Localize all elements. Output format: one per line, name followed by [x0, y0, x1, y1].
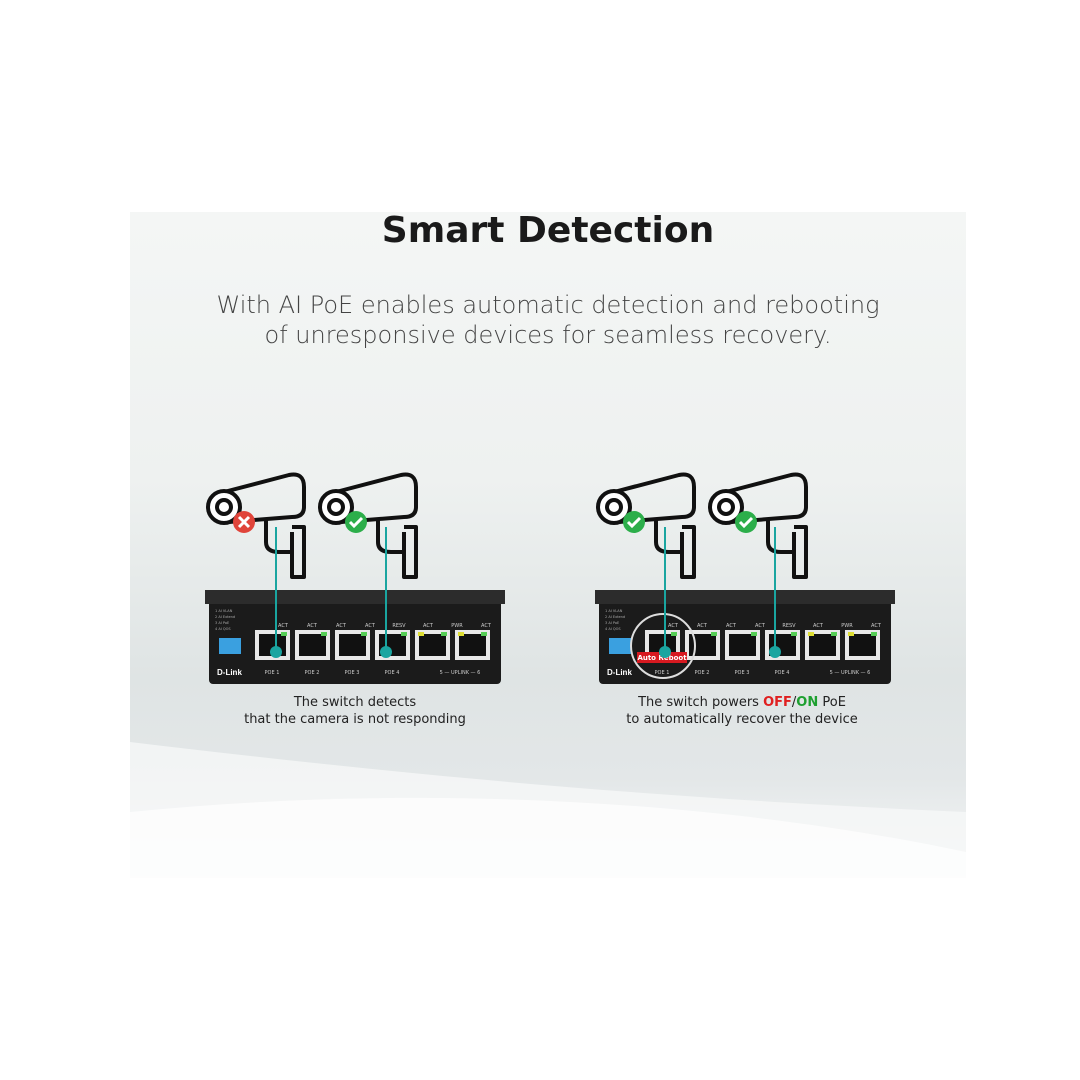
- connection-dot: [659, 646, 671, 658]
- led: [458, 632, 464, 636]
- led: [848, 632, 854, 636]
- led-label: ACT: [697, 623, 708, 629]
- dip-label: 4 AI QOS: [215, 627, 231, 631]
- security-camera-icon: [708, 472, 808, 579]
- led-label: ACT: [481, 623, 492, 629]
- brand-logo: D-Link: [217, 668, 242, 677]
- dip-switch: [219, 638, 241, 654]
- led-label: ACT: [336, 623, 347, 629]
- dip-label: 2 AI Extend: [215, 615, 235, 619]
- led: [871, 632, 877, 636]
- led-label: ACT: [278, 623, 289, 629]
- port-label: POE 1: [265, 670, 280, 676]
- page-title: Smart Detection: [381, 212, 715, 251]
- brand-logo: D-Link: [607, 668, 632, 677]
- dip-label: 3 AI PoE: [215, 621, 229, 625]
- caption-text: The switch powers: [638, 695, 764, 710]
- led-label: ACT: [813, 623, 824, 629]
- connection-dot: [380, 646, 392, 658]
- led: [418, 632, 424, 636]
- auto-reboot-badge: [637, 652, 687, 663]
- led: [831, 632, 837, 636]
- led-label: RESV: [782, 623, 796, 629]
- port-label: POE 4: [385, 670, 400, 676]
- poe-switch: D-Link 1 AI VLAN 2 AI Extend 3 AI PoE 4 AI Q…: [595, 590, 895, 684]
- subtitle-line-1: With AI PoE enables automatic detection …: [216, 291, 880, 319]
- led-label: ACT: [668, 623, 679, 629]
- led-label: ACT: [307, 623, 318, 629]
- led-label: RESV: [392, 623, 406, 629]
- led: [751, 632, 757, 636]
- led-label: ACT: [755, 623, 766, 629]
- led: [441, 632, 447, 636]
- led: [281, 632, 287, 636]
- dip-label: 1 AI VLAN: [215, 609, 233, 613]
- right-caption-line-1: The switch powers OFF/ON PoE: [592, 694, 892, 711]
- port-label: POE 2: [305, 670, 320, 676]
- dip-label: 3 AI PoE: [605, 621, 619, 625]
- smart-detection-banner: Smart Detection With AI PoE enables auto…: [130, 212, 966, 878]
- slash: /: [791, 695, 797, 710]
- poe-switch: D-Link 1 AI VLAN 2 AI Extend 3 AI PoE 4 AI Q…: [205, 590, 505, 684]
- background-wave: [130, 742, 966, 878]
- port-label: POE 4: [775, 670, 790, 676]
- port-label: POE 2: [695, 670, 710, 676]
- led-label: ACT: [423, 623, 434, 629]
- auto-reboot-label: Auto Reboot: [637, 654, 687, 662]
- port-label: POE 3: [345, 670, 360, 676]
- left-caption-line-1: The switch detects: [293, 695, 417, 710]
- security-camera-icon: [206, 472, 306, 579]
- led: [711, 632, 717, 636]
- connection-line: [664, 527, 666, 652]
- highlight-ring: [630, 613, 696, 679]
- led-label: ACT: [871, 623, 882, 629]
- right-caption: The switch powers OFF/ON PoE to automati…: [592, 694, 892, 728]
- right-caption-line-2: to automatically recover the device: [626, 712, 858, 727]
- port-label: 5 — UPLINK — 6: [830, 670, 871, 676]
- off-label: OFF: [763, 695, 792, 710]
- connection-line: [774, 527, 776, 652]
- security-camera-icon: [318, 472, 418, 579]
- led: [321, 632, 327, 636]
- connection-dot: [270, 646, 282, 658]
- dip-label: 4 AI QOS: [605, 627, 621, 631]
- led-label: ACT: [365, 623, 376, 629]
- port-label: POE 1: [655, 670, 670, 676]
- port-label: POE 3: [735, 670, 750, 676]
- led: [808, 632, 814, 636]
- port-label: 5 — UPLINK — 6: [440, 670, 481, 676]
- led: [671, 632, 677, 636]
- left-caption: The switch detects that the camera is no…: [205, 694, 505, 728]
- led: [401, 632, 407, 636]
- subtitle: With AI PoE enables automatic detection …: [130, 290, 966, 350]
- connection-line: [275, 527, 277, 652]
- dip-label: 2 AI Extend: [605, 615, 625, 619]
- on-label: ON: [796, 695, 819, 710]
- led: [481, 632, 487, 636]
- subtitle-line-2: of unresponsive devices for seamless rec…: [264, 321, 832, 349]
- caption-text: PoE: [818, 695, 846, 710]
- led-label: ACT: [726, 623, 737, 629]
- left-caption-line-2: that the camera is not responding: [244, 712, 466, 727]
- security-camera-icon: [596, 472, 696, 579]
- connection-dot: [769, 646, 781, 658]
- dip-switch: [609, 638, 631, 654]
- connection-line: [385, 527, 387, 652]
- dip-label: 1 AI VLAN: [605, 609, 623, 613]
- led-label: PWR: [451, 623, 463, 629]
- led: [361, 632, 367, 636]
- led-label: PWR: [841, 623, 853, 629]
- led: [791, 632, 797, 636]
